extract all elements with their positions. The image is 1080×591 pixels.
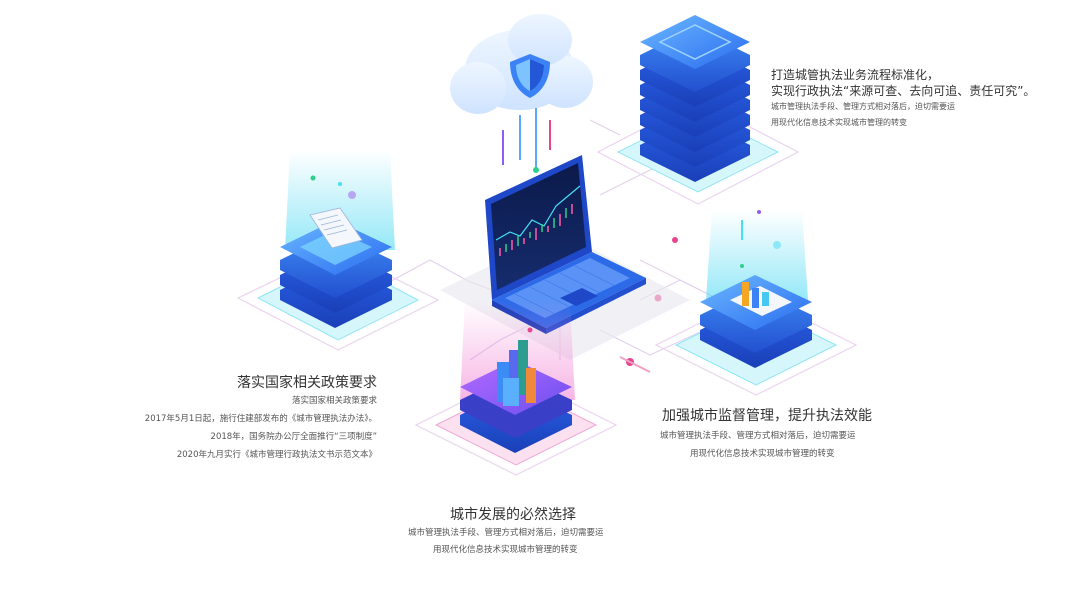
block-sub-line: 城市管理执法手段、管理方式相对落后，迫切需要运 xyxy=(660,431,856,441)
block-title: 城市发展的必然选择 xyxy=(450,507,576,523)
block-line: 2020年九月实行《城市管理行政执法文书示范文本》 xyxy=(176,450,377,460)
data-streams xyxy=(502,108,551,173)
city-buildings-icon xyxy=(497,327,536,406)
block-title: 落实国家相关政策要求 xyxy=(237,375,377,391)
block-sub-line: 用现代化信息技术实现城市管理的转变 xyxy=(690,449,835,459)
cloud-shield-icon xyxy=(450,14,593,114)
block-sub-line: 用现代化信息技术实现城市管理的转变 xyxy=(433,545,578,555)
block-line: 2017年5月1日起，施行住建部发布的《城市管理执法办法》。 xyxy=(144,414,377,424)
block-line: 落实国家相关政策要求 xyxy=(291,396,377,406)
server-stack xyxy=(596,15,800,205)
block-sub-line: 城市管理执法手段、管理方式相对落后，迫切需要运 xyxy=(408,528,604,538)
block-sub-line: 城市管理执法手段、管理方式相对落后，迫切需要运 xyxy=(771,102,955,111)
block-title-line: 实现行政执法“来源可查、去向可追、责任可究”。 xyxy=(771,84,1036,98)
block-title: 加强城市监督管理，提升执法效能 xyxy=(662,408,872,424)
block-line: 2018年，国务院办公厅全面推行“三项制度” xyxy=(210,432,377,442)
block-sub-line: 用现代化信息技术实现城市管理的转变 xyxy=(771,118,907,127)
newspaper-icon xyxy=(309,175,363,249)
policy-stack xyxy=(236,150,440,351)
bar-chart-icon xyxy=(730,210,792,316)
block-title-line: 打造城管执法业务流程标准化， xyxy=(771,68,940,82)
monitor-stack xyxy=(654,210,858,396)
